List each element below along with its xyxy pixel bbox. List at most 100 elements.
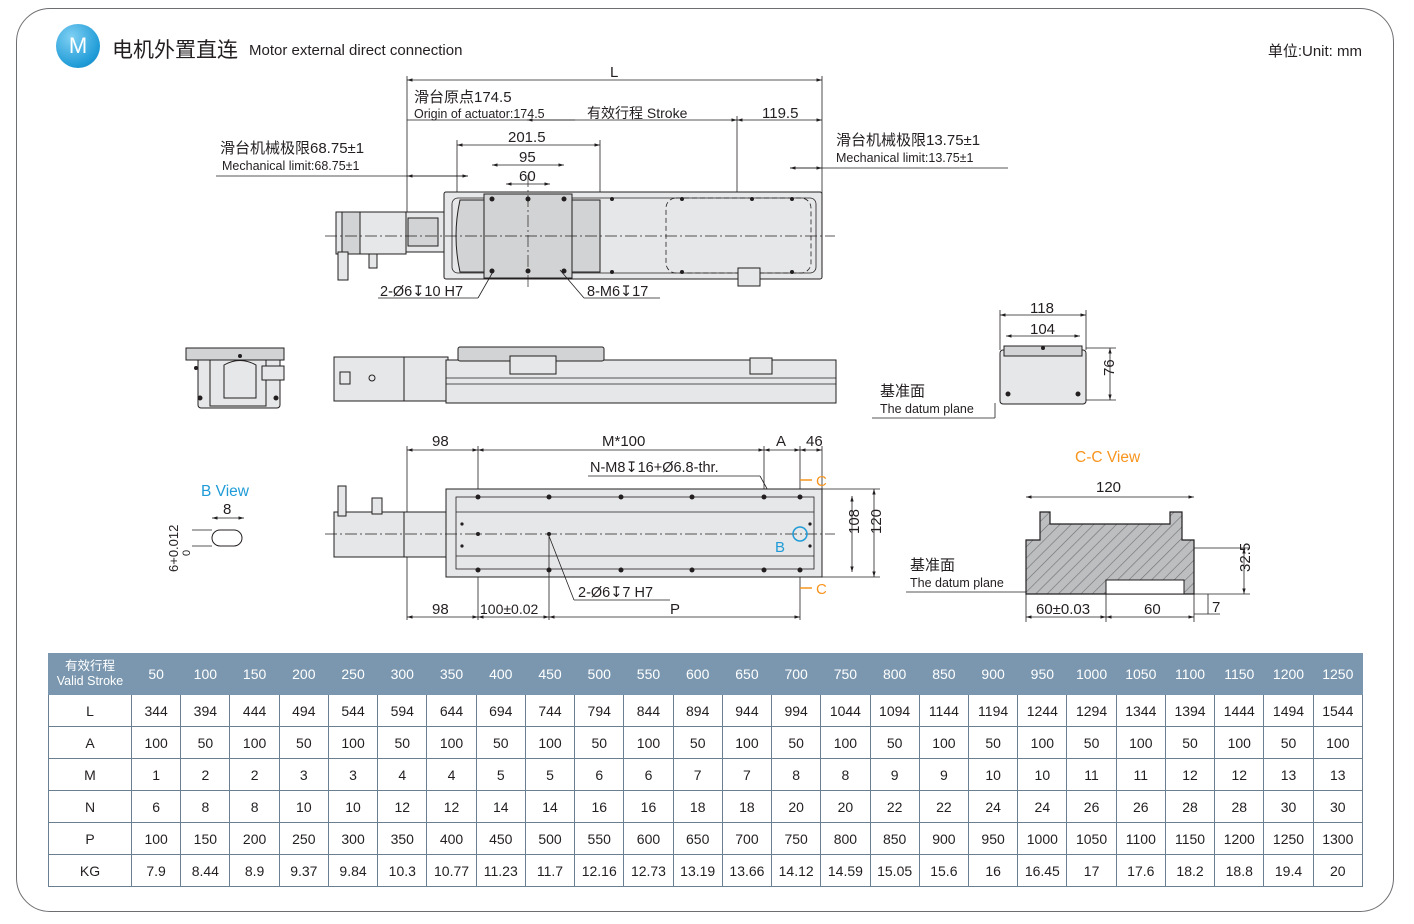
- table-cell: 28: [1164, 790, 1216, 823]
- table-cell: 650: [672, 822, 723, 855]
- table-cell: 18: [672, 790, 723, 823]
- table-cell: 13.19: [672, 854, 723, 887]
- row-label: L: [48, 694, 132, 727]
- table-cell: 13: [1312, 758, 1364, 791]
- table-cell: 15.05: [869, 854, 920, 887]
- table-cell: 20: [1312, 854, 1364, 887]
- table-cell: 50: [180, 726, 231, 759]
- table-cell: 100: [918, 726, 969, 759]
- dim-120-side: 120: [868, 509, 885, 534]
- table-cell: 100: [327, 726, 379, 759]
- table-cell: 13.66: [721, 854, 773, 887]
- cc-view-title: C-C View: [1075, 449, 1141, 466]
- table-cell: 9: [869, 758, 920, 791]
- table-cell: 544: [327, 694, 379, 727]
- table-cell: 12: [377, 790, 428, 823]
- table-cell: 5: [524, 758, 576, 791]
- table-cell: 16: [574, 790, 625, 823]
- table-cell: 6: [130, 790, 182, 823]
- header-stroke-cell: 1000: [1066, 653, 1117, 695]
- table-cell: 18.2: [1164, 854, 1216, 887]
- table-cell: 594: [377, 694, 428, 727]
- dim-118: 118: [1030, 300, 1054, 317]
- table-cell: 12: [1214, 758, 1265, 791]
- table-cell: 100: [229, 726, 280, 759]
- table-cell: 10: [1017, 758, 1068, 791]
- table-cell: 600: [623, 822, 674, 855]
- table-cell: 350: [377, 822, 428, 855]
- table-cell: 11.23: [475, 854, 526, 887]
- table-cell: 100: [130, 822, 182, 855]
- table-cell: 22: [869, 790, 920, 823]
- table-cell: 844: [623, 694, 674, 727]
- table-cell: 450: [475, 822, 526, 855]
- table-cell: 30: [1312, 790, 1364, 823]
- n-thread-label: N-M8↧16+Ø6.8-thr.: [590, 460, 719, 476]
- table-cell: 18: [721, 790, 773, 823]
- mech-limit-left-en: Mechanical limit:68.75±1: [222, 159, 360, 173]
- table-cell: 50: [377, 726, 428, 759]
- table-cell: 9.37: [278, 854, 329, 887]
- header-en: Valid Stroke: [56, 674, 124, 688]
- table-cell: 11: [1066, 758, 1117, 791]
- table-cell: 744: [524, 694, 576, 727]
- table-cell: 7: [672, 758, 723, 791]
- table-cell: 1244: [1017, 694, 1068, 727]
- table-cell: 1: [130, 758, 182, 791]
- table-cell: 18.8: [1214, 854, 1265, 887]
- table-cell: 100: [1312, 726, 1364, 759]
- table-cell: 100: [426, 726, 477, 759]
- table-cell: 11.7: [524, 854, 576, 887]
- cc-view: C-C View 120 60±0.03 60 32.5 7 基准面 The d…: [906, 449, 1254, 622]
- unit-label: 单位:Unit: mm: [1267, 43, 1362, 60]
- table-cell: 100: [130, 726, 182, 759]
- table-cell: 24: [967, 790, 1019, 823]
- header-stroke-cell: 100: [180, 653, 231, 695]
- table-cell: 50: [475, 726, 526, 759]
- table-cell: 1094: [869, 694, 920, 727]
- table-cell: 50: [1066, 726, 1117, 759]
- table-cell: 750: [771, 822, 822, 855]
- table-cell: 10: [967, 758, 1019, 791]
- table-cell: 30: [1263, 790, 1314, 823]
- dim-7: 7: [1212, 599, 1220, 616]
- table-cell: 200: [229, 822, 280, 855]
- table-cell: 100: [623, 726, 674, 759]
- datum-label-en: The datum plane: [880, 402, 974, 416]
- dim-32-5: 32.5: [1237, 543, 1254, 572]
- dim-60b: 60: [1144, 601, 1161, 618]
- table-cell: 800: [820, 822, 871, 855]
- header-stroke-cell: 350: [426, 653, 477, 695]
- table-cell: 10: [327, 790, 379, 823]
- table-cell: 6: [623, 758, 674, 791]
- table-cell: 3: [327, 758, 379, 791]
- table-cell: 4: [377, 758, 428, 791]
- datum-label-cn: 基准面: [880, 383, 925, 400]
- table-cell: 994: [771, 694, 822, 727]
- dim-46: 46: [806, 433, 823, 450]
- origin-label-en: Origin of actuator:174.5: [414, 107, 545, 121]
- hole-label-left: 2-Ø6↧10 H7: [380, 284, 463, 300]
- header-stroke-cell: 1200: [1263, 653, 1314, 695]
- dim-60-03: 60±0.03: [1036, 601, 1090, 618]
- b-view: B View 8 6+0.012 0: [166, 483, 250, 572]
- dim-m100: M*100: [602, 433, 645, 450]
- table-cell: 100: [1214, 726, 1265, 759]
- table-cell: 250: [278, 822, 329, 855]
- side-view: 118 104 76 基准面 The datum plane: [185, 300, 1118, 419]
- bottom-view: 98 M*100 A 46 N-M8↧16+Ø6.8-thr. B: [325, 433, 885, 620]
- header-stroke-cell: 1100: [1164, 653, 1216, 695]
- header-stroke-cell: 1150: [1214, 653, 1265, 695]
- pin-hole-label: 2-Ø6↧7 H7: [578, 585, 653, 601]
- header-stroke-cell: 500: [574, 653, 625, 695]
- m-badge-icon: M: [56, 24, 100, 68]
- table-cell: 5: [475, 758, 526, 791]
- b-view-title: B View: [201, 483, 250, 500]
- header-stroke-cell: 650: [721, 653, 773, 695]
- header-stroke-cell: 850: [918, 653, 969, 695]
- row-label: KG: [48, 854, 132, 887]
